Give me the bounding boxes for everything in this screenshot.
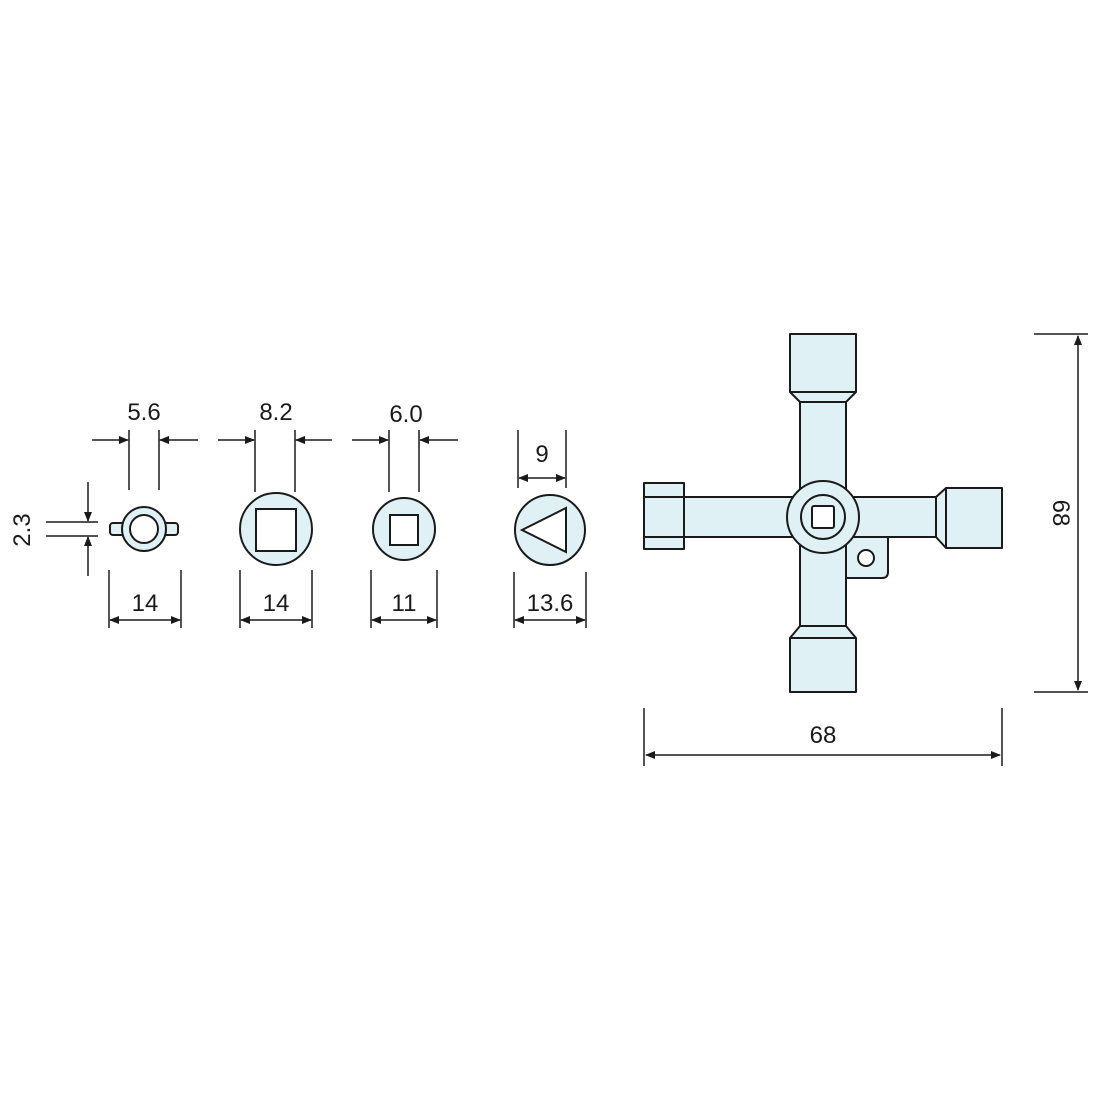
- dim-label-bottom: 13.6: [527, 590, 574, 617]
- profile-square-large: 8.2 14: [218, 399, 332, 628]
- socket-bottom: [789, 625, 857, 693]
- key-end-left: [643, 482, 685, 550]
- dim-label-top: 6.0: [389, 401, 422, 428]
- square-opening: [389, 514, 419, 546]
- profile-square-small: 6.0 11: [352, 401, 458, 628]
- dim-label-top: 5.6: [127, 399, 160, 426]
- dim-label-height: 68: [1047, 500, 1074, 527]
- profile-double-bit: 5.6 14 2.3: [9, 399, 198, 628]
- dim-label-width: 68: [810, 722, 837, 749]
- square-opening: [255, 508, 297, 552]
- profile-triangle: 9 13.6: [513, 430, 587, 628]
- key-ring-hole: [857, 549, 875, 567]
- cross-key: 68 68: [643, 333, 1088, 766]
- dim-label-top: 9: [535, 441, 548, 468]
- dim-label-bottom: 14: [132, 590, 159, 617]
- dim-label-top: 8.2: [259, 399, 292, 426]
- bit-inner-circle: [129, 514, 159, 544]
- dim-label-bottom: 14: [263, 590, 290, 617]
- triangle-opening: [519, 506, 567, 554]
- dim-label-bottom: 11: [392, 590, 417, 617]
- dim-label-side: 2.3: [9, 513, 36, 546]
- center-square-opening: [811, 505, 835, 529]
